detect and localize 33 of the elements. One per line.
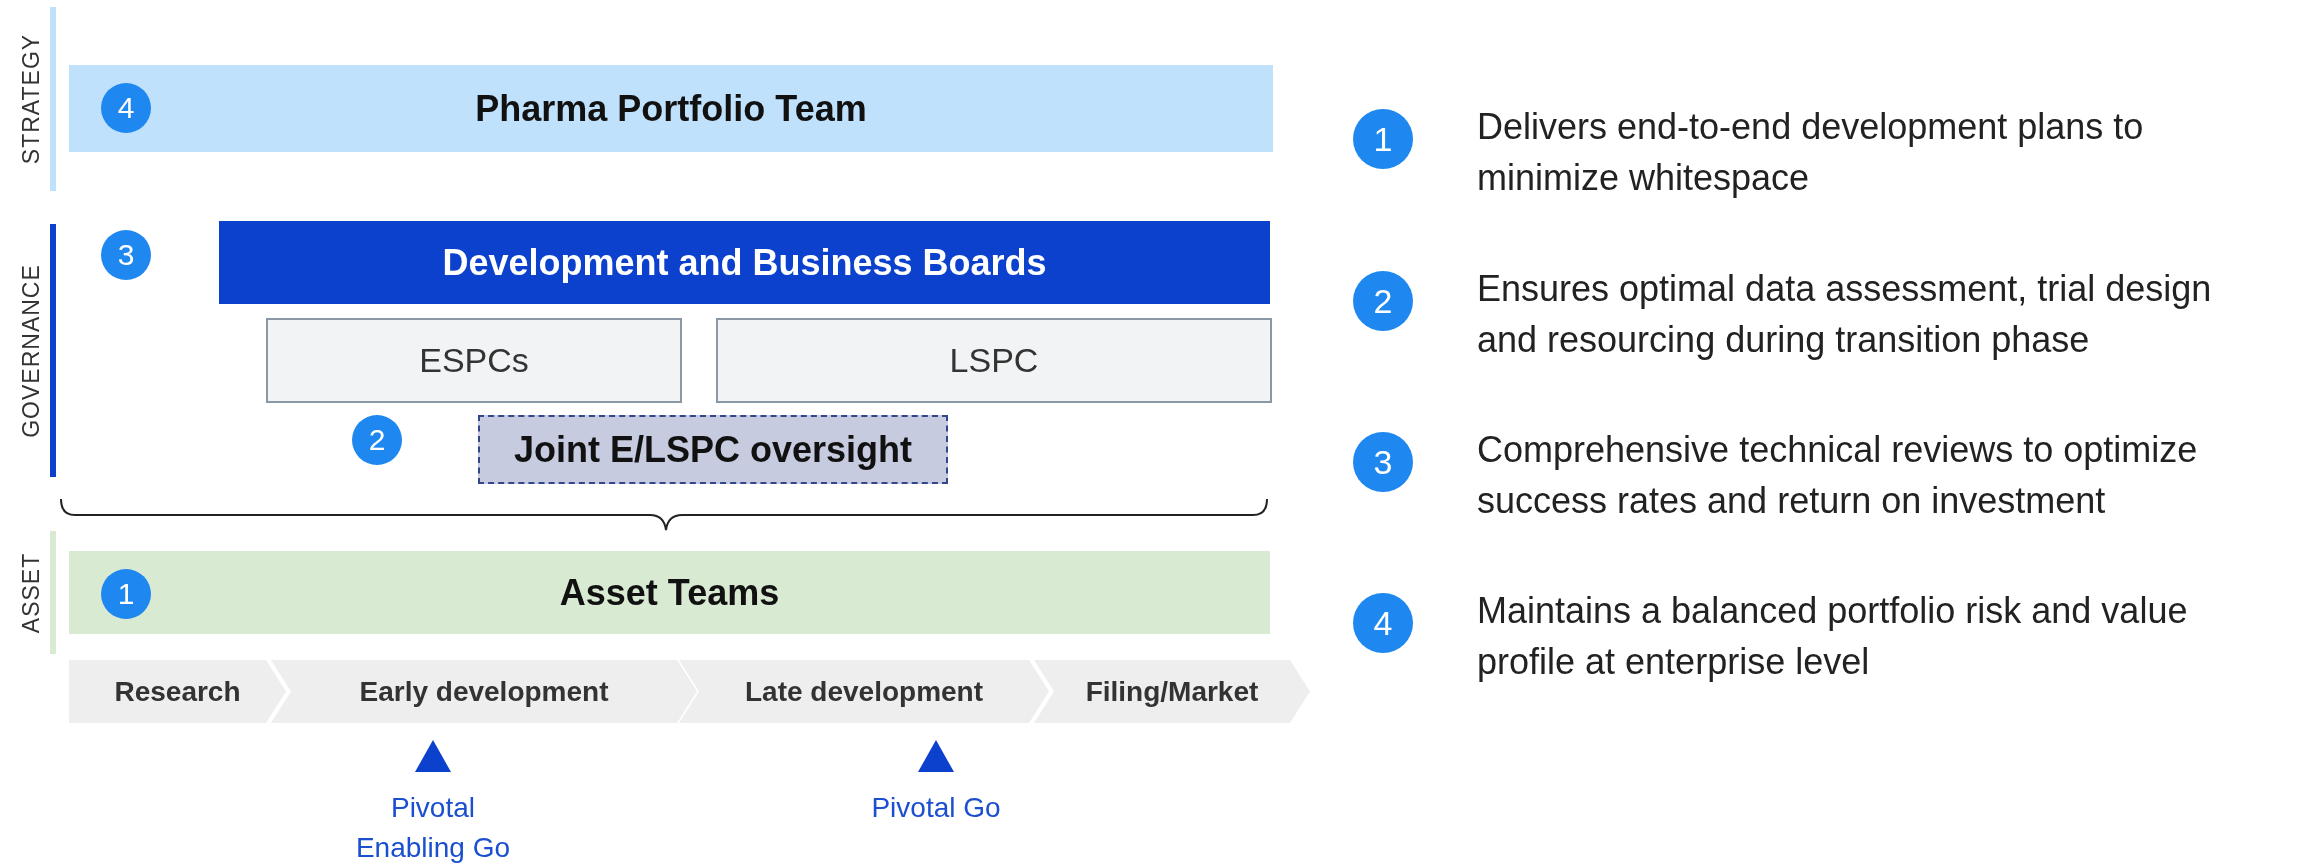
- box-title: ESPCs: [419, 341, 529, 380]
- box-title: Pharma Portfolio Team: [475, 87, 867, 130]
- description-text: Delivers end-to-end development plans to minimize whitespace: [1477, 105, 2145, 200]
- chevron-step: Late development: [679, 660, 1049, 723]
- description-text: Maintains a balanced portfolio risk and value profile at enterprise level: [1477, 589, 2189, 684]
- number-badge: 3: [1353, 432, 1413, 492]
- board-banner: [219, 221, 1270, 304]
- description-text: Comprehensive technical reviews to optimize success rates and return on investment: [1477, 428, 2199, 523]
- milestone-label: Pivotal Enabling Go: [354, 791, 512, 865]
- description-text: Ensures optimal data assessment, trial design and resourcing during transition phase: [1477, 267, 2213, 362]
- chevron-step: Early development: [271, 660, 697, 723]
- milestone-label: Pivotal Go: [870, 791, 1002, 825]
- number-badge: 1: [101, 569, 151, 619]
- committee-box: [716, 318, 1272, 403]
- oversight-box: [478, 415, 948, 484]
- chevron-step: Filing/Market: [1034, 660, 1310, 723]
- number-badge: 3: [101, 230, 151, 280]
- chevron-step: Research: [69, 660, 286, 723]
- number-badge: 4: [101, 83, 151, 133]
- box-title: Development and Business Boards: [442, 241, 1047, 284]
- box-title: LSPC: [949, 341, 1039, 380]
- section-label: STRATEGY: [18, 33, 45, 165]
- number-badge: 2: [352, 415, 402, 465]
- box-title: Asset Teams: [559, 571, 780, 614]
- section-label: ASSET: [18, 552, 45, 633]
- number-badge: 2: [1353, 271, 1413, 331]
- team-band: [69, 551, 1270, 634]
- box-title: Joint E/LSPC oversight: [513, 428, 913, 471]
- number-badge: 4: [1353, 593, 1413, 653]
- section-label: GOVERNANCE: [18, 263, 45, 438]
- committee-box: [266, 318, 682, 403]
- team-band: [69, 65, 1273, 152]
- number-badge: 1: [1353, 109, 1413, 169]
